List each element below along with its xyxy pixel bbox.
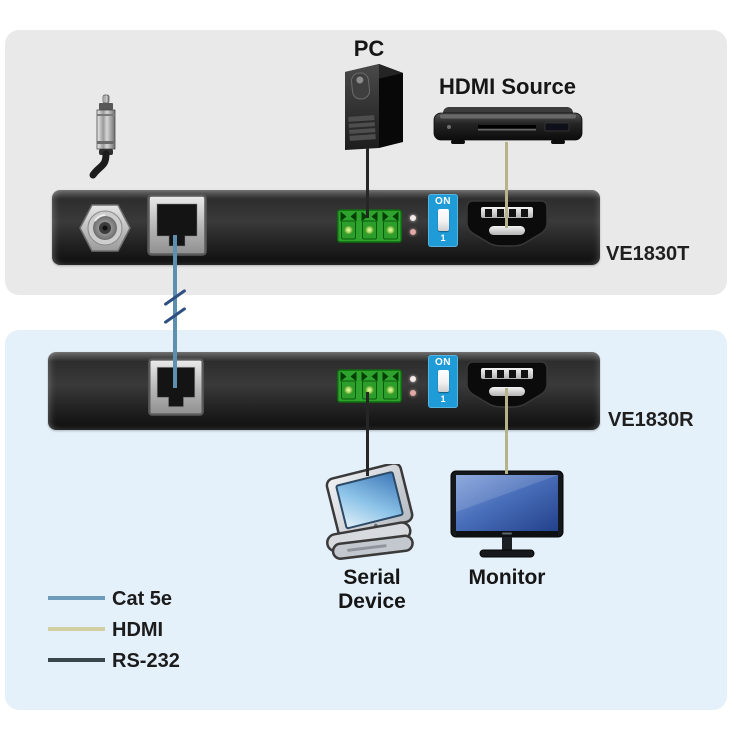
hdmi-port-receiver	[465, 360, 549, 410]
dip-slider	[437, 209, 449, 231]
legend-swatch-rs232	[48, 658, 105, 662]
receiver-model-label: VE1830R	[608, 409, 694, 431]
cat5e-cable	[173, 235, 177, 388]
hdmi-source-icon	[433, 104, 583, 146]
serial-device-label: Serial Device	[338, 566, 406, 613]
dip-on-label: ON	[435, 196, 451, 207]
rs232-terminal-block-transmitter	[337, 205, 402, 243]
dc-power-jack	[78, 203, 132, 253]
hdmi-cable-top	[505, 142, 508, 228]
dip-position-label: 1	[440, 233, 446, 243]
pc-icon	[333, 60, 409, 150]
status-led-icon	[410, 229, 416, 235]
legend-label-rs232: RS-232	[112, 650, 180, 672]
status-led-icon	[410, 376, 416, 382]
dip-position-label: 1	[440, 394, 446, 404]
serial-device-icon	[315, 464, 427, 564]
hdmi-source-label: HDMI Source	[439, 74, 576, 99]
rj45-port-transmitter	[147, 194, 207, 256]
monitor-icon	[450, 470, 564, 560]
status-led-icon	[410, 390, 416, 396]
rs232-cable-top	[366, 148, 369, 218]
legend-swatch-hdmi	[48, 627, 105, 631]
power-plug-icon	[84, 94, 128, 186]
dip-switch-receiver: ON 1	[428, 355, 458, 408]
pc-label: PC	[353, 36, 385, 61]
hdmi-cable-bottom	[505, 388, 508, 474]
dip-on-label: ON	[435, 357, 451, 368]
dip-slider	[437, 370, 449, 392]
monitor-label: Monitor	[468, 566, 546, 589]
legend-swatch-cat5e	[48, 596, 105, 600]
legend-label-hdmi: HDMI	[112, 619, 164, 641]
dip-switch-transmitter: ON 1	[428, 194, 458, 247]
rs232-terminal-block-receiver	[337, 365, 402, 403]
legend-label-cat5e: Cat 5e	[112, 588, 173, 610]
status-led-icon	[410, 215, 416, 221]
rs232-cable-bottom	[366, 392, 369, 476]
transmitter-model-label: VE1830T	[606, 243, 690, 265]
